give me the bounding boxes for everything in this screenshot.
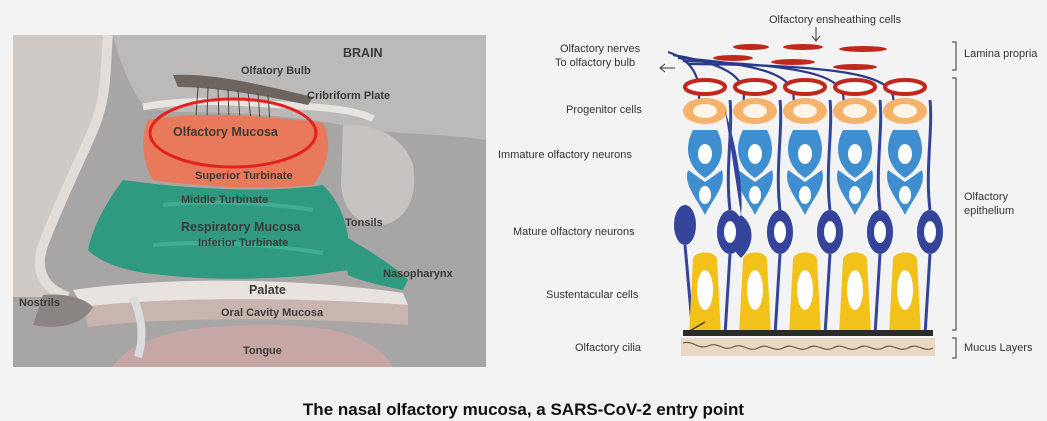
tongue-label: Tongue bbox=[243, 345, 282, 357]
oral-cavity-mucosa-label: Oral Cavity Mucosa bbox=[221, 307, 323, 319]
respiratory-mucosa-label: Respiratory Mucosa bbox=[181, 220, 300, 234]
palate-label: Palate bbox=[249, 283, 286, 297]
ensheathing-cells bbox=[713, 44, 887, 70]
olfactory-nerves-label: Olfactory nerves bbox=[560, 43, 640, 55]
nasopharynx-label: Nasopharynx bbox=[383, 268, 453, 280]
mucus-bracket bbox=[952, 338, 956, 358]
olfactory-epithelium-label-line2: epithelium bbox=[964, 205, 1014, 217]
olfactory-epithelium-label-line1: Olfactory bbox=[964, 191, 1008, 203]
ensheathing-cells-label: Olfactory ensheathing cells bbox=[769, 14, 901, 26]
middle-turbinate-label: Middle Turbinate bbox=[181, 194, 268, 206]
olfactory-cilia-label: Olfactory cilia bbox=[575, 342, 641, 354]
sustentacular-cells-label: Sustentacular cells bbox=[546, 289, 638, 301]
lamina-bracket bbox=[952, 42, 956, 70]
basal-cell-row bbox=[685, 80, 925, 94]
to-olfactory-bulb-label: To olfactory bulb bbox=[555, 57, 635, 69]
cribriform-plate-label: Cribriform Plate bbox=[307, 90, 390, 102]
mature-neurons-label: Mature olfactory neurons bbox=[513, 226, 635, 238]
olfactory-bulb-label: Olfatory Bulb bbox=[241, 65, 311, 77]
progenitor-cells-label: Progenitor cells bbox=[566, 104, 642, 116]
olfactory-mucosa-label: Olfactory Mucosa bbox=[173, 125, 278, 139]
mature-neuron-nuclei bbox=[724, 221, 936, 243]
olfactory-epithelium-schematic: Olfactory ensheathing cells Olfactory ne… bbox=[493, 10, 1047, 380]
figure-caption: The nasal olfactory mucosa, a SARS-CoV-2… bbox=[0, 400, 1047, 420]
brain-label: BRAIN bbox=[343, 46, 383, 60]
immature-neurons-label: Immature olfactory neurons bbox=[498, 149, 632, 161]
lamina-propria-label: Lamina propria bbox=[964, 48, 1037, 60]
epithelium-bracket bbox=[952, 78, 956, 330]
nasal-cavity-illustration: BRAIN Olfatory Bulb Cribriform Plate Olf… bbox=[13, 35, 486, 367]
tonsils-label: Tonsils bbox=[345, 217, 383, 229]
nostrils-label: Nostrils bbox=[19, 297, 60, 309]
olfactory-cilia-strip bbox=[683, 330, 933, 336]
superior-turbinate-label: Superior Turbinate bbox=[195, 170, 293, 182]
mucus-layers-label: Mucus Layers bbox=[964, 342, 1032, 354]
inferior-turbinate-label: Inferior Turbinate bbox=[198, 237, 288, 249]
mucus-layer bbox=[681, 338, 935, 356]
